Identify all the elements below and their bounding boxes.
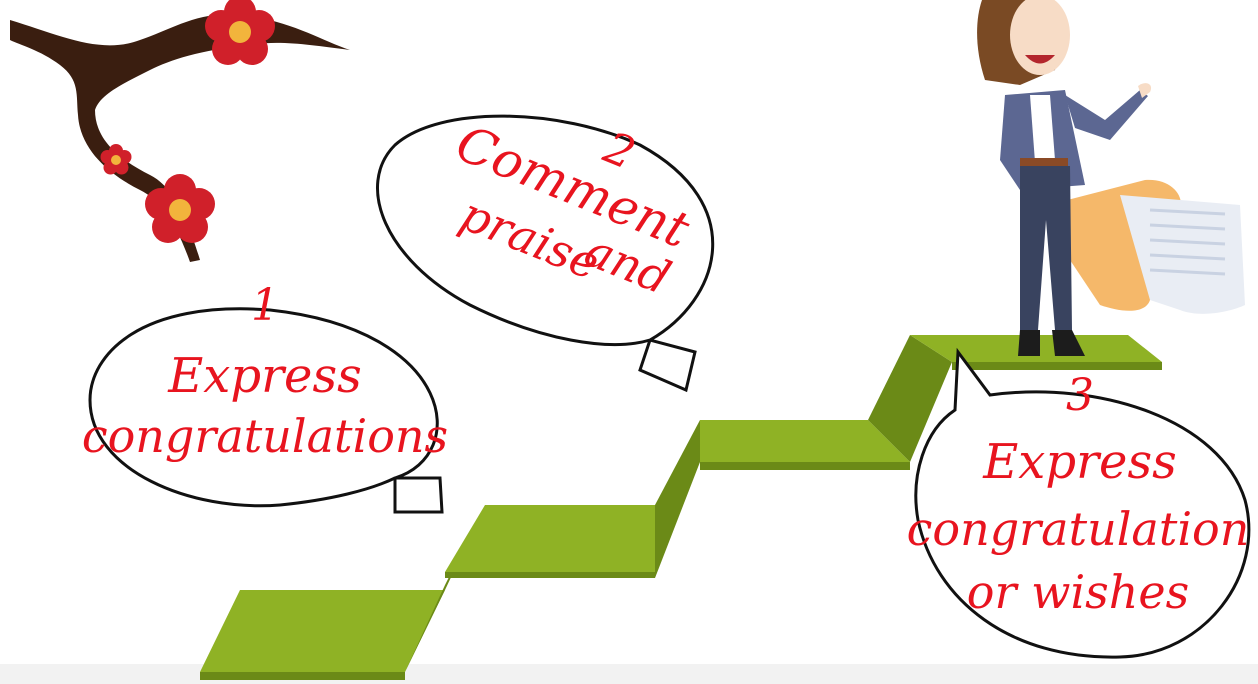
landing-front: [952, 362, 1162, 370]
paper-lines: [1149, 208, 1226, 276]
step-1-front: [200, 672, 405, 680]
speech-bubble-3: 3 Express congratulation or wishes: [907, 347, 1251, 659]
flower-large: [205, 0, 275, 65]
step-2-front: [445, 572, 655, 578]
belt: [1020, 158, 1068, 166]
step-2-top: [445, 505, 655, 572]
bubble-1-line1: Express: [167, 348, 361, 404]
staircase: [200, 335, 1162, 680]
bubble-3-line1: Express: [982, 434, 1176, 490]
flower-medium: [145, 174, 215, 243]
trousers: [1020, 166, 1072, 330]
twig-shape: [84, 115, 115, 168]
step-3-top: [700, 420, 910, 462]
step-1-top: [200, 590, 445, 672]
hand: [1138, 83, 1152, 98]
speech-bubble-1: 1 Express congratulations: [82, 280, 448, 514]
flower-small: [100, 144, 132, 175]
bubble-3-line3: or wishes: [967, 565, 1189, 619]
riser-2: [655, 420, 700, 578]
bubble-2-outline: [376, 114, 714, 393]
step-3-front: [700, 462, 910, 470]
bubble-3-number: 3: [1066, 370, 1094, 421]
right-shoe: [1052, 330, 1085, 356]
bubble-1-line2: congratulations: [82, 409, 448, 463]
smile: [1025, 55, 1055, 64]
bubble-3-outline: [914, 347, 1251, 659]
bubble-1-number: 1: [251, 280, 279, 331]
left-shoe: [1018, 330, 1040, 356]
woman-presenter-illustration: [977, 0, 1245, 356]
blossom-branch-illustration: [10, 0, 350, 262]
bubble-1-outline: [88, 307, 444, 514]
speech-bubble-2: 2 Comment and praise: [376, 114, 714, 393]
face: [1010, 0, 1070, 75]
branch-shape: [10, 14, 350, 262]
bubble-3-line2: congratulation: [907, 502, 1250, 556]
shirt: [1030, 95, 1055, 162]
raised-arm: [1065, 90, 1148, 140]
riser-3: [868, 335, 952, 462]
